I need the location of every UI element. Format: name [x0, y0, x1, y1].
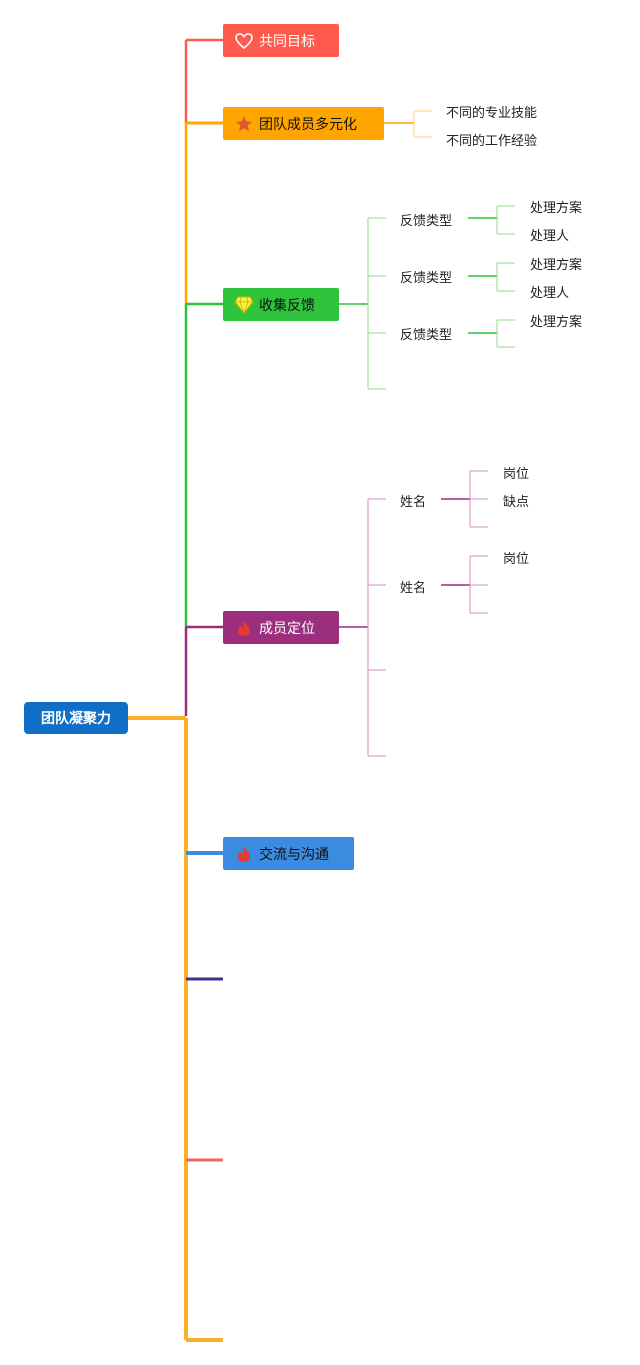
subtopic-label: 姓名 — [400, 494, 427, 510]
star-icon — [233, 114, 255, 134]
leaf-post[interactable]: 岗位 — [503, 462, 529, 482]
subtopic-label: 姓名 — [400, 580, 427, 596]
diamond-icon — [233, 295, 255, 315]
root-topic[interactable]: 团队凝聚力 — [24, 702, 128, 734]
leaf-professional-skills[interactable]: 不同的专业技能 — [446, 101, 537, 121]
leaf-label: 处理方案 — [530, 314, 583, 330]
subtopic-label: 反馈类型 — [400, 327, 453, 343]
leaf-label: 不同的工作经验 — [446, 133, 538, 149]
subtopic-label: 反馈类型 — [400, 270, 453, 286]
leaf-solution[interactable]: 处理方案 — [530, 310, 582, 330]
leaf-label: 不同的专业技能 — [446, 105, 538, 121]
leaf-label: 处理人 — [530, 285, 570, 301]
branch-communication-label: 交流与沟通 — [259, 846, 329, 863]
subtopic-label: 反馈类型 — [400, 213, 453, 229]
leaf-label: 岗位 — [503, 551, 530, 567]
branch-collect-feedback-label: 收集反馈 — [259, 297, 315, 314]
leaf-label: 处理方案 — [530, 200, 583, 216]
leaf-weakness[interactable]: 缺点 — [503, 490, 529, 510]
leaf-handler[interactable]: 处理人 — [530, 224, 569, 244]
branch-common-goal-label: 共同目标 — [259, 33, 315, 50]
flame-icon — [233, 844, 255, 864]
leaf-label: 处理人 — [530, 228, 570, 244]
leaf-label: 缺点 — [503, 494, 530, 510]
subtopic-feedback-type[interactable]: 反馈类型 — [400, 266, 452, 286]
branch-member-positioning[interactable]: 成员定位 — [223, 611, 339, 644]
subtopic-name[interactable]: 姓名 — [400, 576, 426, 596]
leaf-post[interactable]: 岗位 — [503, 547, 529, 567]
branch-collect-feedback[interactable]: 收集反馈 — [223, 288, 339, 321]
leaf-handler[interactable]: 处理人 — [530, 281, 569, 301]
branch-team-diversity-label: 团队成员多元化 — [259, 116, 357, 133]
leaf-solution[interactable]: 处理方案 — [530, 253, 582, 273]
subtopic-name[interactable]: 姓名 — [400, 490, 426, 510]
heart-icon — [233, 31, 255, 51]
leaf-solution[interactable]: 处理方案 — [530, 196, 582, 216]
branch-member-positioning-label: 成员定位 — [259, 620, 315, 637]
branch-communication[interactable]: 交流与沟通 — [223, 837, 354, 870]
leaf-label: 处理方案 — [530, 257, 583, 273]
branch-team-diversity[interactable]: 团队成员多元化 — [223, 107, 384, 140]
leaf-work-experience[interactable]: 不同的工作经验 — [446, 129, 537, 149]
leaf-label: 岗位 — [503, 466, 530, 482]
root-topic-label: 团队凝聚力 — [41, 711, 111, 727]
subtopic-feedback-type[interactable]: 反馈类型 — [400, 209, 452, 229]
subtopic-feedback-type[interactable]: 反馈类型 — [400, 323, 452, 343]
branch-common-goal[interactable]: 共同目标 — [223, 24, 339, 57]
flame-icon — [233, 618, 255, 638]
